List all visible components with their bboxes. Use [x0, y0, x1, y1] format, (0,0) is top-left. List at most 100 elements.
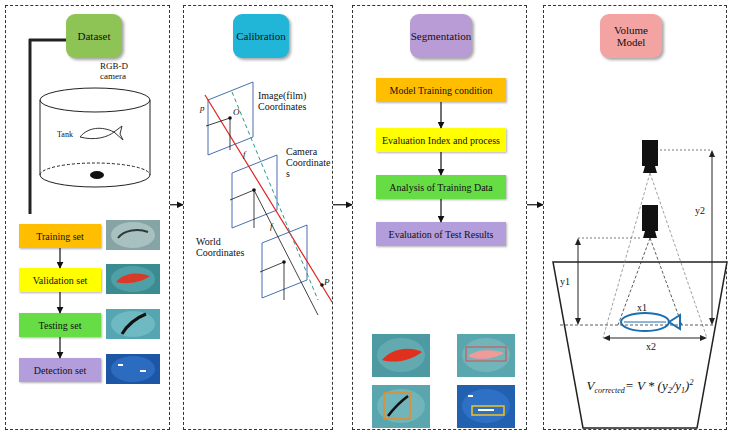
calibration-planes-part: [206, 118, 230, 126]
formula-part: corrected: [595, 386, 625, 395]
segmentation-results-part: [468, 395, 473, 397]
stage-panel: Volume Model: [543, 5, 727, 430]
flow-arrow: [440, 102, 441, 128]
annotation-label: Image(film) Coordinates: [258, 90, 330, 112]
flow-arrow: [440, 152, 441, 175]
process-box: Evaluation Index and process: [376, 128, 506, 152]
stage-panel: DatasetTraining setValidation setTesting…: [5, 5, 170, 430]
calibration-planes-part: [262, 225, 307, 298]
box-label: Analysis of Training Data: [389, 182, 493, 193]
volume-illustration-part: [700, 335, 707, 341]
volume-illustration-part: [642, 205, 658, 231]
stage-heading: Segmentation: [410, 14, 472, 58]
formula-part: = V * (y: [625, 378, 668, 393]
volume-illustration-part: [607, 338, 703, 339]
dataset-thumbnails-part: [111, 222, 155, 248]
calibration-planes-part: [284, 262, 285, 300]
calibration-planes-part: [230, 190, 254, 200]
formula-part: /y: [672, 378, 681, 393]
volume-illustration-part: [643, 231, 657, 238]
tank-drawing-part: [90, 171, 104, 179]
volume-illustration-part: [575, 238, 581, 245]
stage-panel: Calibration: [183, 5, 333, 430]
tank-drawing: [40, 88, 150, 187]
dataset-thumbnails-part: [106, 220, 160, 250]
calibration-planes-part: [254, 190, 318, 315]
dataset-thumbnails-part: [106, 309, 160, 339]
process-box: Evaluation of Test Results: [376, 222, 506, 246]
tank-drawing-part: [80, 128, 114, 138]
segmentation-results-part: [372, 385, 430, 428]
calibration-planes: [205, 82, 332, 315]
volume-illustration-part: [643, 166, 657, 173]
annotation-label: Tank: [57, 131, 87, 140]
annotation-label: y1: [560, 276, 576, 287]
tank-drawing-part: [114, 126, 123, 140]
annotation-label: Camera Coordinate s: [286, 146, 336, 179]
segmentation-results-part: [478, 409, 494, 411]
formula-part: 2: [689, 378, 693, 387]
volume-illustration-part: [660, 150, 712, 151]
calibration-planes-part: [252, 188, 256, 192]
calibration-planes-part: [260, 262, 284, 272]
annotation-label: p: [200, 104, 210, 114]
tank-drawing-part: [40, 100, 41, 175]
annotation-label: World Coordinates: [196, 236, 254, 258]
volume-illustration-part: [560, 325, 716, 326]
stage-panel: SegmentationModel Training conditionEval…: [352, 5, 527, 430]
segmentation-results-part: [372, 334, 430, 377]
segmentation-results-part: [462, 338, 510, 372]
process-box: Training set: [19, 224, 101, 248]
stage-heading: Calibration: [233, 14, 289, 58]
segmentation-results: [372, 334, 515, 428]
volume-illustration-part: [624, 322, 666, 323]
volume-formula: Vcorrected= V * (y2/y1)2: [560, 378, 720, 395]
stage-heading: Volume Model: [600, 14, 662, 58]
process-box: Model Training condition: [376, 78, 506, 102]
segmentation-results-part: [462, 389, 510, 423]
annotation-label: f: [270, 222, 280, 232]
calibration-planes-part: [282, 260, 286, 264]
volume-illustration-part: [709, 150, 715, 157]
formula-part: V: [587, 378, 595, 393]
annotation-label: f: [243, 150, 253, 160]
dataset-thumbnails-part: [118, 230, 148, 238]
segmentation-results-part: [457, 334, 515, 377]
dataset-thumbnails-part: [111, 266, 155, 292]
annotation-label: y2: [695, 205, 711, 216]
dataset-thumbnails-part: [111, 356, 155, 382]
segmentation-results-part: [377, 338, 425, 372]
flow-arrow: [170, 204, 183, 205]
volume-illustration-part: [578, 241, 579, 322]
box-label: Model Training condition: [390, 85, 493, 96]
formula-part: 2: [668, 386, 672, 395]
volume-illustration-part: [575, 318, 581, 325]
volume-illustration-part: [712, 153, 713, 322]
dataset-thumbnails-part: [122, 314, 146, 334]
volume-illustration-part: [642, 140, 658, 166]
dataset-thumbnails-part: [140, 370, 146, 372]
flow-arrow: [440, 199, 441, 222]
calibration-planes-part: [208, 82, 253, 155]
flow-arrow: [527, 204, 543, 205]
dataset-thumbnails-part: [106, 354, 160, 384]
volume-illustration-part: [650, 173, 707, 338]
volume-illustration-part: [578, 238, 642, 239]
dataset-thumbnails-part: [118, 364, 123, 366]
segmentation-results-part: [472, 406, 504, 415]
segmentation-results-part: [457, 385, 515, 428]
dataset-thumbnails: [106, 220, 160, 384]
volume-illustration-part: [709, 318, 715, 325]
process-box: Detection set: [19, 358, 101, 382]
volume-illustration: [553, 140, 727, 428]
volume-illustration-part: [603, 335, 610, 341]
formula-part: 1: [681, 386, 685, 395]
flow-arrow: [59, 248, 60, 268]
flow-arrow: [59, 292, 60, 313]
annotation-label: x2: [646, 341, 662, 352]
box-label: Detection set: [34, 365, 86, 376]
segmentation-results-part: [377, 389, 425, 423]
box-label: Testing set: [39, 320, 82, 331]
dataset-thumbnails-part: [116, 274, 150, 284]
